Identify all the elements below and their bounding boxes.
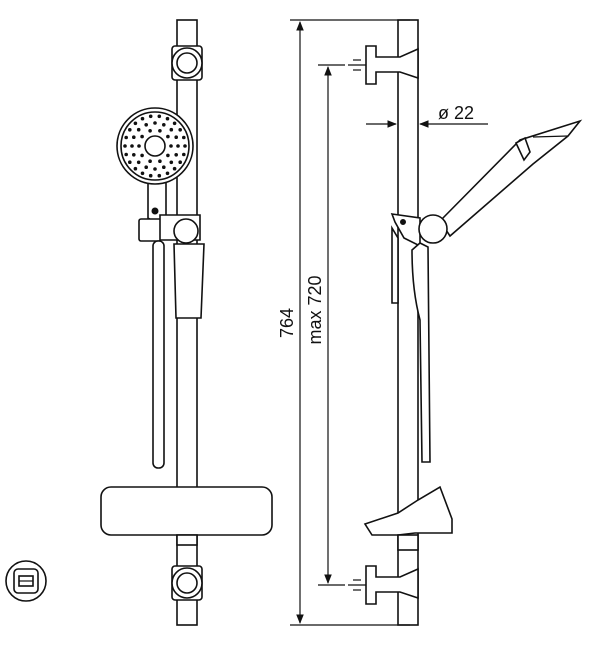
spray-nozzle [133, 166, 138, 171]
spray-nozzle [174, 135, 178, 139]
spray-nozzle [128, 160, 132, 164]
spray-nozzle [182, 135, 186, 140]
spray-nozzle [148, 173, 153, 178]
spray-nozzle [130, 144, 134, 148]
rail-diameter-label: ø 22 [438, 103, 474, 123]
spray-nozzle [148, 129, 152, 133]
spray-nozzle [132, 135, 136, 139]
spray-nozzle [169, 127, 174, 132]
side-soap-dish [363, 485, 453, 551]
spray-nozzle [144, 165, 148, 169]
spray-nozzle [166, 134, 170, 139]
spray-nozzle [140, 171, 145, 176]
chrome-finish-icon [5, 560, 47, 602]
front-hose [152, 240, 165, 469]
spray-nozzle [178, 160, 182, 164]
side-bottom-bracket [348, 565, 419, 605]
spray-nozzle [183, 144, 187, 148]
spray-nozzle [153, 167, 157, 171]
spray-nozzle [140, 153, 144, 158]
spray-nozzle [132, 153, 136, 157]
spray-nozzle [169, 160, 174, 165]
front-slider [138, 214, 201, 244]
front-top-bracket [171, 45, 203, 81]
spray-nozzle [124, 152, 128, 157]
spray-nozzle [136, 160, 141, 165]
side-top-bracket [348, 45, 419, 85]
spray-nozzle [136, 127, 141, 132]
spray-nozzle [158, 159, 162, 163]
spray-nozzle [124, 135, 128, 140]
front-slider-stem [173, 243, 205, 319]
spray-nozzle [157, 173, 162, 178]
front-soap-dish [100, 486, 273, 536]
spray-nozzle [162, 123, 166, 127]
overall-height-label: 764 [277, 308, 297, 338]
side-shower-head [438, 119, 583, 238]
spray-nozzle [153, 121, 157, 125]
spray-nozzle [158, 129, 162, 133]
spray-nozzle [165, 171, 170, 176]
spray-nozzles [123, 114, 187, 178]
front-bottom-bracket [171, 565, 203, 601]
spray-nozzle [148, 159, 152, 163]
spray-nozzle [140, 134, 144, 139]
dimension-lines [290, 19, 488, 626]
spray-nozzle [174, 153, 178, 157]
front-view [100, 19, 273, 626]
spray-nozzle [182, 152, 186, 157]
spray-nozzle [169, 144, 173, 148]
spray-nozzle [165, 116, 170, 121]
spray-nozzle [178, 128, 182, 132]
spray-nozzle [148, 114, 153, 119]
side-holder [390, 213, 448, 463]
spray-nozzle [157, 114, 162, 119]
spray-nozzle [144, 123, 148, 127]
spray-nozzle [162, 165, 166, 169]
spray-nozzle [176, 144, 180, 148]
spray-nozzle [172, 121, 177, 126]
spray-nozzle [140, 116, 145, 121]
side-view [348, 19, 583, 626]
spray-nozzle [128, 128, 132, 132]
spray-nozzle [166, 153, 170, 158]
spray-nozzle [137, 144, 141, 148]
spray-nozzle [172, 166, 177, 171]
max-travel-label: max 720 [305, 275, 325, 344]
spray-nozzle [123, 144, 127, 148]
spray-nozzle [133, 121, 138, 126]
